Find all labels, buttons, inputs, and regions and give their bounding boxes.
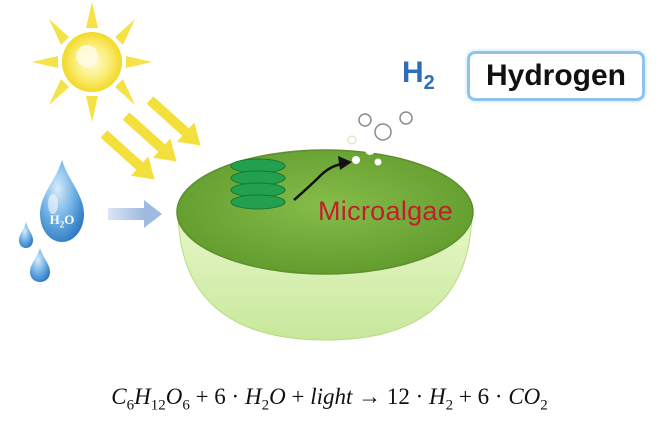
water-drop-icon bbox=[19, 160, 84, 282]
water-label: H2O bbox=[49, 212, 75, 230]
reaction-equation: C6H12O6 + 6 · H2O + light → 12 · H2 + 6 … bbox=[111, 384, 548, 414]
chloroplast-icon bbox=[230, 158, 286, 210]
hydrogen-label: Hydrogen bbox=[467, 51, 645, 101]
water-flow-arrow bbox=[108, 200, 162, 228]
production-arrow bbox=[293, 156, 352, 201]
microalgae-bowl bbox=[176, 149, 474, 341]
hydrogen-bubbles bbox=[347, 111, 413, 166]
sun-icon bbox=[32, 2, 152, 122]
sunlight-arrows bbox=[100, 96, 201, 180]
h2-label: H2 bbox=[402, 56, 435, 94]
microalgae-label: Microalgae bbox=[318, 196, 454, 226]
